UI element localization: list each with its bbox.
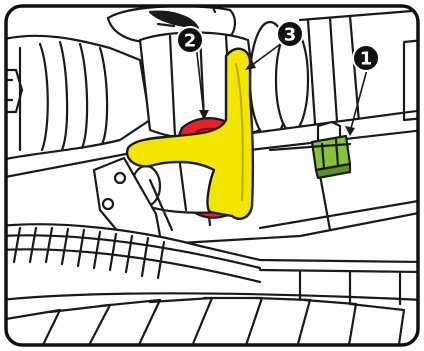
callout-1: 1 [353,45,379,71]
callout-3: 3 [277,21,303,47]
svg-text:3: 3 [284,25,297,46]
svg-text:1: 1 [360,49,373,70]
callout-2: 2 [177,27,203,53]
svg-text:2: 2 [184,31,197,52]
